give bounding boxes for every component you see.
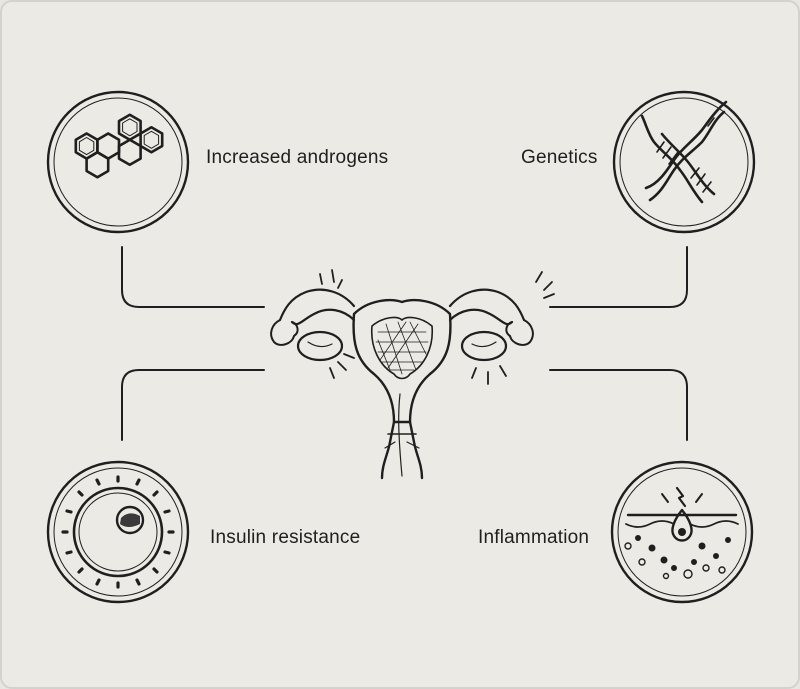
connector-genetics <box>549 246 688 308</box>
connector-inflammation <box>549 369 688 441</box>
dna-helix-icon <box>612 90 756 234</box>
connectors <box>121 246 688 441</box>
connector-insulin <box>121 369 265 441</box>
label-increased-androgens: Increased androgens <box>206 147 389 168</box>
connector-androgens <box>121 246 265 308</box>
hexagon-molecule-icon <box>46 90 190 234</box>
label-genetics: Genetics <box>521 147 598 168</box>
label-insulin-resistance: Insulin resistance <box>210 527 361 548</box>
label-inflammation: Inflammation <box>478 527 590 548</box>
cell-receptor-icon <box>46 460 190 604</box>
uterus-ovaries-icon <box>270 269 555 480</box>
inflamed-skin-icon <box>610 460 754 604</box>
